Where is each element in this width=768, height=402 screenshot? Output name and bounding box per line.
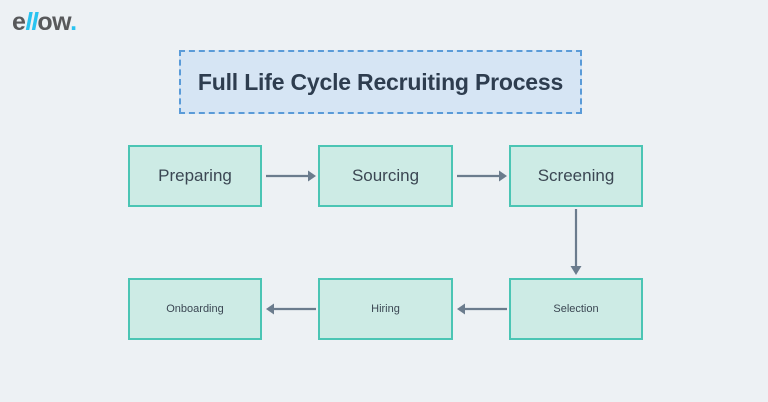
- node-sourcing[interactable]: Sourcing: [318, 145, 453, 207]
- node-label-screening: Screening: [537, 166, 615, 185]
- node-label-selection: Selection: [553, 303, 599, 315]
- arrow-right-icon-sourcing-to-screening: [457, 170, 507, 182]
- arrow-left-icon-hiring-to-onboarding: [266, 303, 316, 315]
- node-label-onboarding: Onboarding: [166, 303, 224, 315]
- arrow-right-icon-preparing-to-sourcing: [266, 170, 316, 182]
- node-label-sourcing: Sourcing: [351, 166, 420, 185]
- title-banner: Full Life Cycle Recruiting Process: [179, 50, 582, 114]
- logo-dot: .: [70, 8, 77, 36]
- node-label-preparing: Preparing: [158, 166, 232, 185]
- node-preparing[interactable]: Preparing: [128, 145, 262, 207]
- logo-text-part1: e: [12, 8, 26, 36]
- node-hiring[interactable]: Hiring: [318, 278, 453, 340]
- node-onboarding[interactable]: Onboarding: [128, 278, 262, 340]
- logo-text-part2: ll: [25, 8, 38, 36]
- logo-text-part3: ow: [37, 8, 71, 36]
- node-selection[interactable]: Selection: [509, 278, 643, 340]
- node-label-hiring: Hiring: [371, 303, 400, 315]
- node-screening[interactable]: Screening: [509, 145, 643, 207]
- ellow-logo[interactable]: ellow.: [12, 10, 77, 35]
- arrow-left-icon-selection-to-hiring: [457, 303, 507, 315]
- arrow-down-icon-screening-to-selection: [570, 209, 582, 275]
- page-title: Full Life Cycle Recruiting Process: [197, 68, 564, 95]
